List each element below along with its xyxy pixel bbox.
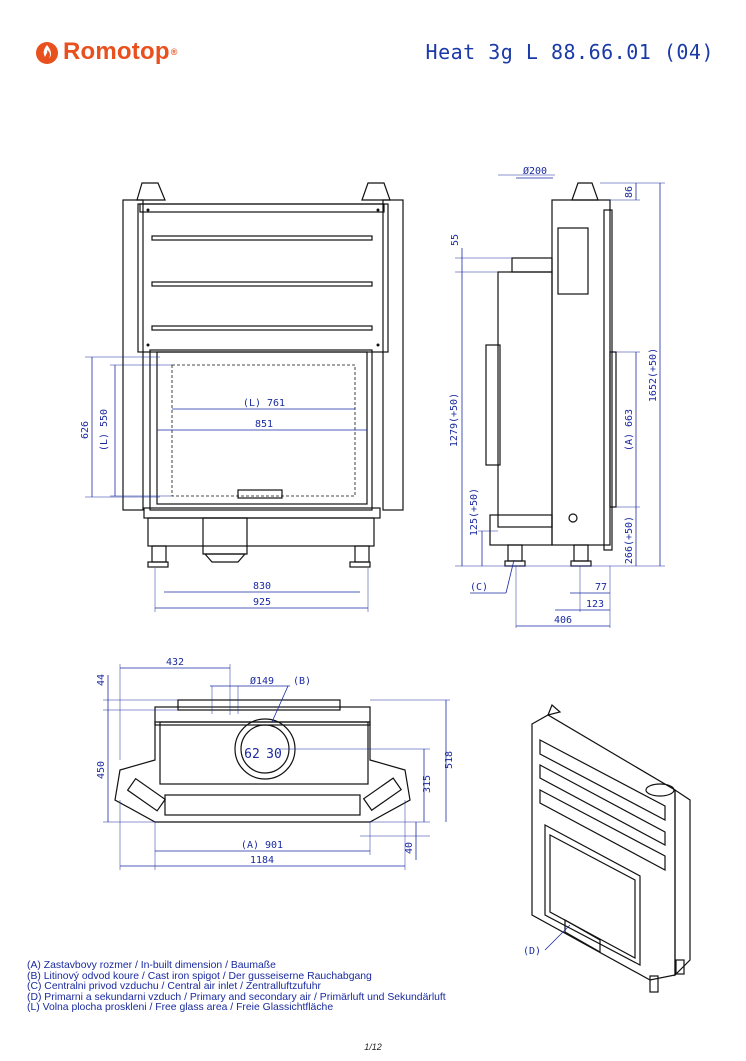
legend-item-a: (A) Zastavbovy rozmer / In-built dimensi… [27, 960, 276, 971]
dim-55: 55 [450, 234, 461, 246]
dim-40: 40 [404, 842, 415, 854]
dim-901: (A) 901 [241, 840, 283, 851]
page-number: 1/12 [364, 1042, 382, 1052]
side-view [485, 182, 617, 567]
legend-item-l: (L) Volna plocha proskleni / Free glass … [27, 1002, 334, 1014]
dim-432: 432 [166, 657, 184, 668]
top-view [114, 699, 411, 823]
dim-glass-width-761: (L) 761 [243, 398, 285, 409]
dim-406: 406 [554, 615, 572, 626]
dim-inner-width-851: 851 [255, 419, 273, 430]
dim-86: 86 [624, 186, 635, 198]
dim-77: 77 [595, 582, 607, 593]
dim-width-925: 925 [253, 597, 271, 608]
callout-c: (C) [470, 582, 488, 593]
legend-item-d: (D) Primarni a sekundarni vzduch / Prima… [27, 991, 446, 1003]
callout-b: (B) [293, 676, 311, 687]
front-view [122, 182, 404, 568]
dim-1184: 1184 [250, 855, 274, 866]
isometric-view [531, 703, 691, 993]
legend-item-c: (C) Centralni privod vzduchu / Central a… [27, 981, 321, 993]
tag-62: 62 [244, 747, 260, 762]
dim-663: (A) 663 [624, 409, 635, 451]
dim-1279: 1279(+50) [449, 393, 460, 447]
model-title: Heat 3g L 88.66.01 (04) [425, 40, 714, 64]
romotop-logo: Romotop ® [34, 38, 178, 66]
dim-flue-diameter-200: Ø200 [523, 165, 547, 177]
registered-mark: ® [170, 47, 178, 57]
front-dimensions [85, 356, 369, 612]
dim-44: 44 [96, 674, 107, 686]
callout-d: (D) [523, 946, 541, 957]
legend: (A) Zastavbovy rozmer / In-built dimensi… [27, 960, 446, 1014]
dim-height-626: 626 [80, 421, 91, 439]
dim-450: 450 [96, 761, 107, 779]
dim-518: 518 [444, 751, 455, 769]
dim-width-830: 830 [253, 581, 271, 592]
dim-266: 266(+50) [624, 516, 635, 564]
top-dimensions [103, 664, 450, 870]
dim-1652: 1652(+50) [648, 348, 659, 402]
dim-125: 125(+50) [469, 488, 480, 536]
dim-glass-height-550: (L) 550 [99, 409, 110, 451]
dim-315: 315 [422, 775, 433, 793]
dim-spigot-diameter-149: Ø149 [250, 675, 274, 687]
dim-123: 123 [586, 599, 604, 610]
legend-item-b: (B) Litinový odvod koure / Cast iron spi… [27, 970, 372, 982]
brand-name: Romotop [63, 38, 170, 65]
tag-30: 30 [266, 747, 282, 762]
side-dimensions [455, 174, 665, 628]
flame-logo-icon [36, 42, 58, 64]
